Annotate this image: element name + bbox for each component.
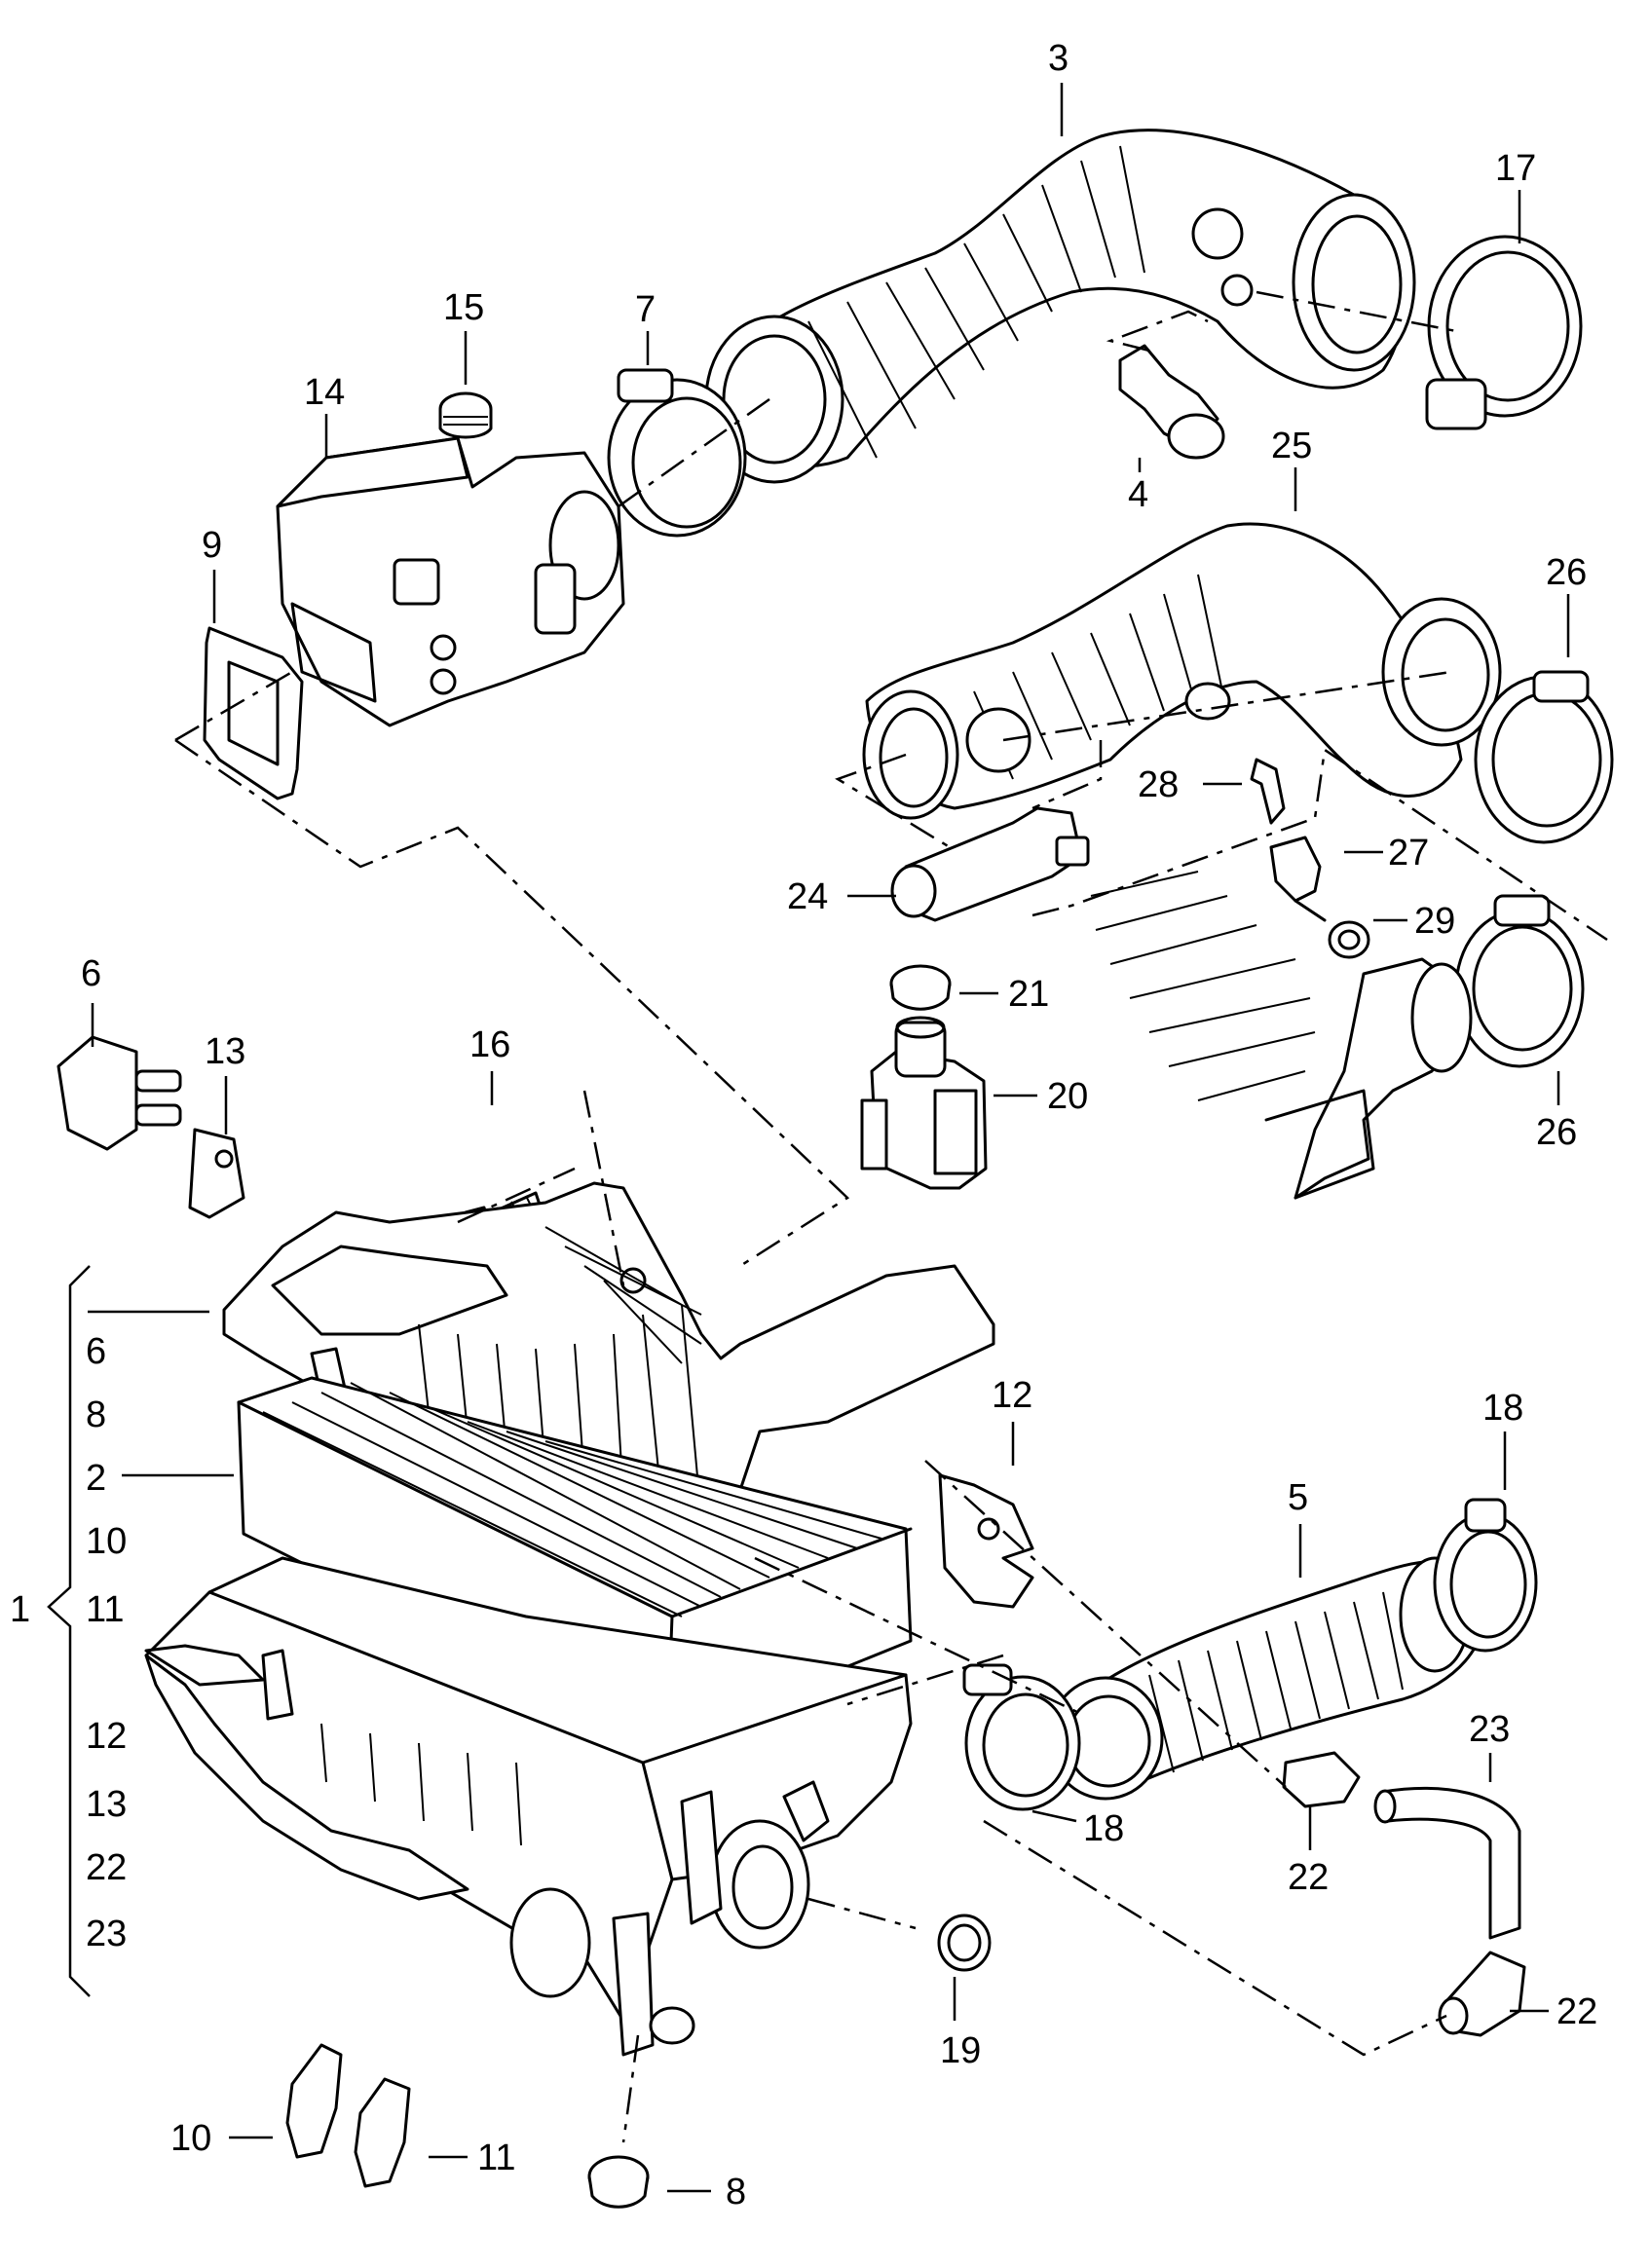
callout-17: 17 [1495,148,1536,189]
callout-26-lower: 26 [1536,1112,1577,1153]
intake-hose-3[interactable] [704,129,1416,484]
clip-11[interactable] [354,2077,411,2188]
hose-clamp-26-upper[interactable] [1474,670,1614,844]
bracket-12[interactable] [938,1473,1034,1609]
callout-10: 10 [170,2118,211,2159]
o-ring-29[interactable] [1328,920,1370,959]
callout-23-right: 23 [1469,1709,1510,1750]
assembly-item: 10 [86,1521,127,1562]
callout-4: 4 [1128,474,1148,515]
assembly-item: 12 [86,1716,127,1757]
callout-28: 28 [1138,764,1179,805]
assembly-item: 8 [86,1394,106,1435]
callout-13-top: 13 [205,1031,245,1072]
hose-piece-22-lower[interactable] [1438,1951,1526,2037]
cap-21[interactable] [889,964,952,1011]
callout-25: 25 [1271,426,1312,466]
clip-28[interactable] [1250,758,1286,825]
callout-8: 8 [726,2172,746,2212]
assembly-contents-list: 6 8 2 10 11 12 13 22 23 [86,1331,127,1954]
callout-12-top: 12 [992,1375,1032,1416]
assembly-brace [47,1265,91,1997]
gasket-9[interactable] [203,626,304,800]
callout-7: 7 [635,289,656,330]
intake-hose-5[interactable] [1047,1556,1485,1801]
assembly-item: 13 [86,1784,127,1825]
hose-clamp-18-upper[interactable] [1433,1498,1538,1653]
assembly-item: 6 [86,1331,106,1372]
callout-27: 27 [1388,833,1429,874]
sensor-27[interactable] [1269,836,1327,922]
o-ring-19[interactable] [937,1914,992,1972]
callout-14: 14 [304,372,345,413]
filter-housing-lower-part[interactable] [144,1556,913,2057]
callout-6-top: 6 [81,953,101,994]
callout-20: 20 [1047,1076,1088,1117]
callout-19: 19 [940,2030,981,2071]
hose-clamp-18-lower[interactable] [962,1663,1081,1811]
callout-22-lower: 22 [1556,1991,1597,2032]
callout-18-lower: 18 [1083,1808,1124,1849]
callout-21: 21 [1008,974,1049,1015]
gasket-13[interactable] [188,1128,245,1219]
callout-29: 29 [1414,901,1455,942]
hose-clamp-17[interactable] [1425,235,1583,430]
valve-6[interactable] [56,1035,182,1151]
air-mass-meter-14[interactable] [276,436,625,727]
callout-24: 24 [787,876,828,917]
sensor-24[interactable] [890,806,1090,922]
assembly-item: 23 [86,1914,127,1954]
assembly-item: 2 [86,1458,106,1499]
assembly-lines [174,290,1608,2143]
callout-labels: 3 17 7 15 14 9 4 25 26 28 27 29 24 21 20… [10,38,1597,2212]
callout-11: 11 [477,2138,515,2178]
assembly-item: 11 [86,1589,124,1630]
callout-9: 9 [202,525,222,566]
callout-22-upper: 22 [1288,1857,1329,1898]
cap-15[interactable] [438,391,493,439]
hose-piece-22-upper[interactable] [1282,1751,1361,1808]
breather-nipple-4[interactable] [1118,344,1225,460]
callout-3: 3 [1048,38,1069,79]
callout-1: 1 [10,1589,30,1630]
intake-hose-25[interactable] [862,522,1502,820]
grommet-8[interactable] [587,2155,650,2209]
assembly-item: 22 [86,1847,127,1888]
hose-clamp-7[interactable] [607,368,747,538]
valve-20[interactable] [860,1016,988,1190]
callout-18-upper: 18 [1482,1388,1523,1429]
ribbed-cover-fragment [1090,871,1375,1200]
hose-23[interactable] [1373,1786,1521,1940]
callout-15: 15 [443,287,484,328]
intake-elbow [1294,957,1473,1200]
callout-5: 5 [1288,1477,1308,1518]
callout-16: 16 [469,1024,510,1065]
leader-lines [88,83,1570,2193]
hose-clamp-26-lower[interactable] [1454,894,1585,1068]
clip-10[interactable] [285,2043,343,2159]
callout-26-upper: 26 [1546,552,1587,593]
